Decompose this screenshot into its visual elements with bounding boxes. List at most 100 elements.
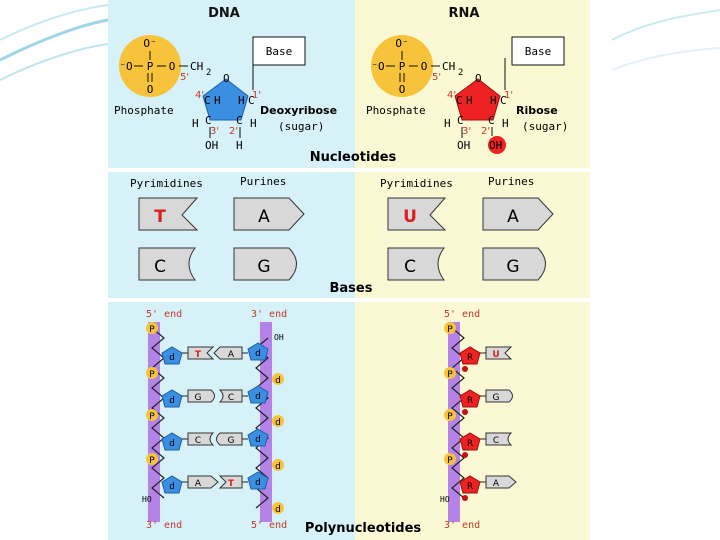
nucleotides-diagram: DNA RNA O⁻ ⁻O P O O CH 2 5' O 4' 1' C — [114, 6, 568, 165]
base-letter: G — [228, 436, 235, 446]
phosphate-circle — [119, 35, 181, 97]
dna-right-3end: 3' end — [251, 309, 287, 320]
deoxyribose-pentagon — [202, 78, 249, 121]
ring-h2a: H — [502, 117, 509, 130]
adenine-letter: A — [507, 207, 519, 227]
phosphate-p: P — [447, 456, 453, 466]
label-4prime: 4' — [447, 90, 456, 101]
base-letter: C — [195, 436, 201, 446]
dna-left-3end: 3' end — [146, 520, 182, 531]
base-letter: G — [493, 393, 500, 403]
phosphate-p: P — [447, 412, 453, 422]
ring-h1: H — [238, 94, 245, 107]
sugar-r: R — [467, 482, 473, 492]
atom-oh2: OH — [489, 139, 502, 152]
label-3prime: 3' — [462, 126, 471, 137]
phosphate-d: d — [275, 418, 281, 428]
cytosine-letter: C — [404, 257, 416, 277]
base-letter: U — [492, 350, 499, 360]
uracil-letter: U — [403, 207, 417, 227]
atom-oh3: OH — [457, 139, 470, 152]
label-1prime: 1' — [252, 90, 261, 101]
ring-h2a: H — [250, 117, 257, 130]
dna-nucleotide: O⁻ ⁻O P O O CH 2 5' O 4' 1' C H H C H — [114, 35, 337, 152]
label-3prime: 3' — [210, 126, 219, 137]
phosphate-d: d — [275, 376, 281, 386]
phosphate-label: Phosphate — [366, 104, 426, 117]
guanine-letter: G — [257, 257, 270, 277]
dna-left-ho: HO — [142, 495, 152, 504]
sugar-d: d — [169, 482, 175, 492]
sugar-d: d — [169, 439, 175, 449]
dna-right-5end: 5' end — [251, 520, 287, 531]
base-letter: C — [493, 436, 499, 446]
dna-backbone-right — [260, 322, 272, 522]
bases-panel: Pyrimidines Purines Pyrimidines Purines … — [108, 172, 590, 298]
atom-o: O — [421, 60, 428, 73]
base-letter: A — [228, 350, 235, 360]
atom-o-minus-left: ⁻O — [371, 60, 384, 73]
guanine-shape — [482, 247, 546, 281]
atom-o-minus-left: ⁻O — [119, 60, 132, 73]
atom-o-minus: O⁻ — [143, 37, 156, 50]
label-5prime: 5' — [432, 72, 441, 83]
sugar-d: d — [169, 353, 175, 363]
ring-c4: C — [456, 94, 463, 107]
sugar-d: d — [255, 392, 261, 402]
rna-ho: HO — [440, 495, 450, 504]
nucleotides-panel: DNA RNA O⁻ ⁻O P O O CH 2 5' O 4' 1' C — [108, 0, 590, 168]
ring-h1: H — [490, 94, 497, 107]
thymine-shape — [138, 197, 199, 231]
atom-p: P — [399, 60, 406, 73]
sugar-d: d — [255, 349, 261, 359]
phosphate-d: d — [275, 505, 281, 515]
ring-h4: H — [466, 94, 473, 107]
adenine-letter: A — [258, 207, 270, 227]
rna-3end: 3' end — [444, 520, 480, 531]
ring-c4: C — [204, 94, 211, 107]
polynucleotides-title: Polynucleotides — [305, 521, 422, 536]
ribose-pentagon — [454, 78, 501, 121]
ring-h4: H — [214, 94, 221, 107]
adenine-shape — [482, 197, 554, 231]
uracil-shape — [387, 197, 447, 231]
rna-5end: 5' end — [444, 309, 480, 320]
ring-c1: C — [248, 94, 255, 107]
phosphate-d: d — [275, 462, 281, 472]
rna-header: RNA — [449, 6, 480, 21]
base-letter: A — [195, 479, 202, 489]
bases-diagram: Pyrimidines Purines Pyrimidines Purines … — [130, 175, 554, 296]
rna-purines-label: Purines — [488, 175, 534, 188]
label-5prime: 5' — [180, 72, 189, 83]
thymine-letter: T — [154, 207, 166, 227]
dna-backbone-left — [148, 322, 160, 522]
atom-o-double: O — [399, 83, 406, 96]
atom-o-double: O — [147, 83, 154, 96]
dna-left-5end: 5' end — [146, 309, 182, 320]
phosphate-p: P — [149, 325, 155, 335]
sugar-d: d — [255, 435, 261, 445]
dna-right-oh: OH — [274, 333, 284, 342]
ring-h3a: H — [444, 117, 451, 130]
phosphate-p: P — [447, 370, 453, 380]
sugar-r: R — [467, 353, 473, 363]
cytosine-shape — [138, 247, 196, 281]
ribose-label: Ribose — [516, 104, 558, 117]
phosphate-label: Phosphate — [114, 104, 174, 117]
dna-header: DNA — [208, 6, 240, 21]
sugar-note: (sugar) — [522, 120, 568, 133]
atom-oh3: OH — [205, 139, 218, 152]
sugar-d: d — [255, 478, 261, 488]
atom-ch2: CH — [190, 60, 203, 73]
base-box — [511, 36, 565, 66]
phosphate-p: P — [149, 370, 155, 380]
ring-h3a: H — [192, 117, 199, 130]
label-1prime: 1' — [504, 90, 513, 101]
bases-title: Bases — [330, 281, 373, 296]
polynucleotides-diagram: 5' end 3' end OH 3' end 5' end HO 5' end… — [142, 309, 517, 536]
atom-sub2: 2 — [458, 68, 463, 78]
sugar-r: R — [467, 396, 473, 406]
phosphate-p: P — [447, 325, 453, 335]
